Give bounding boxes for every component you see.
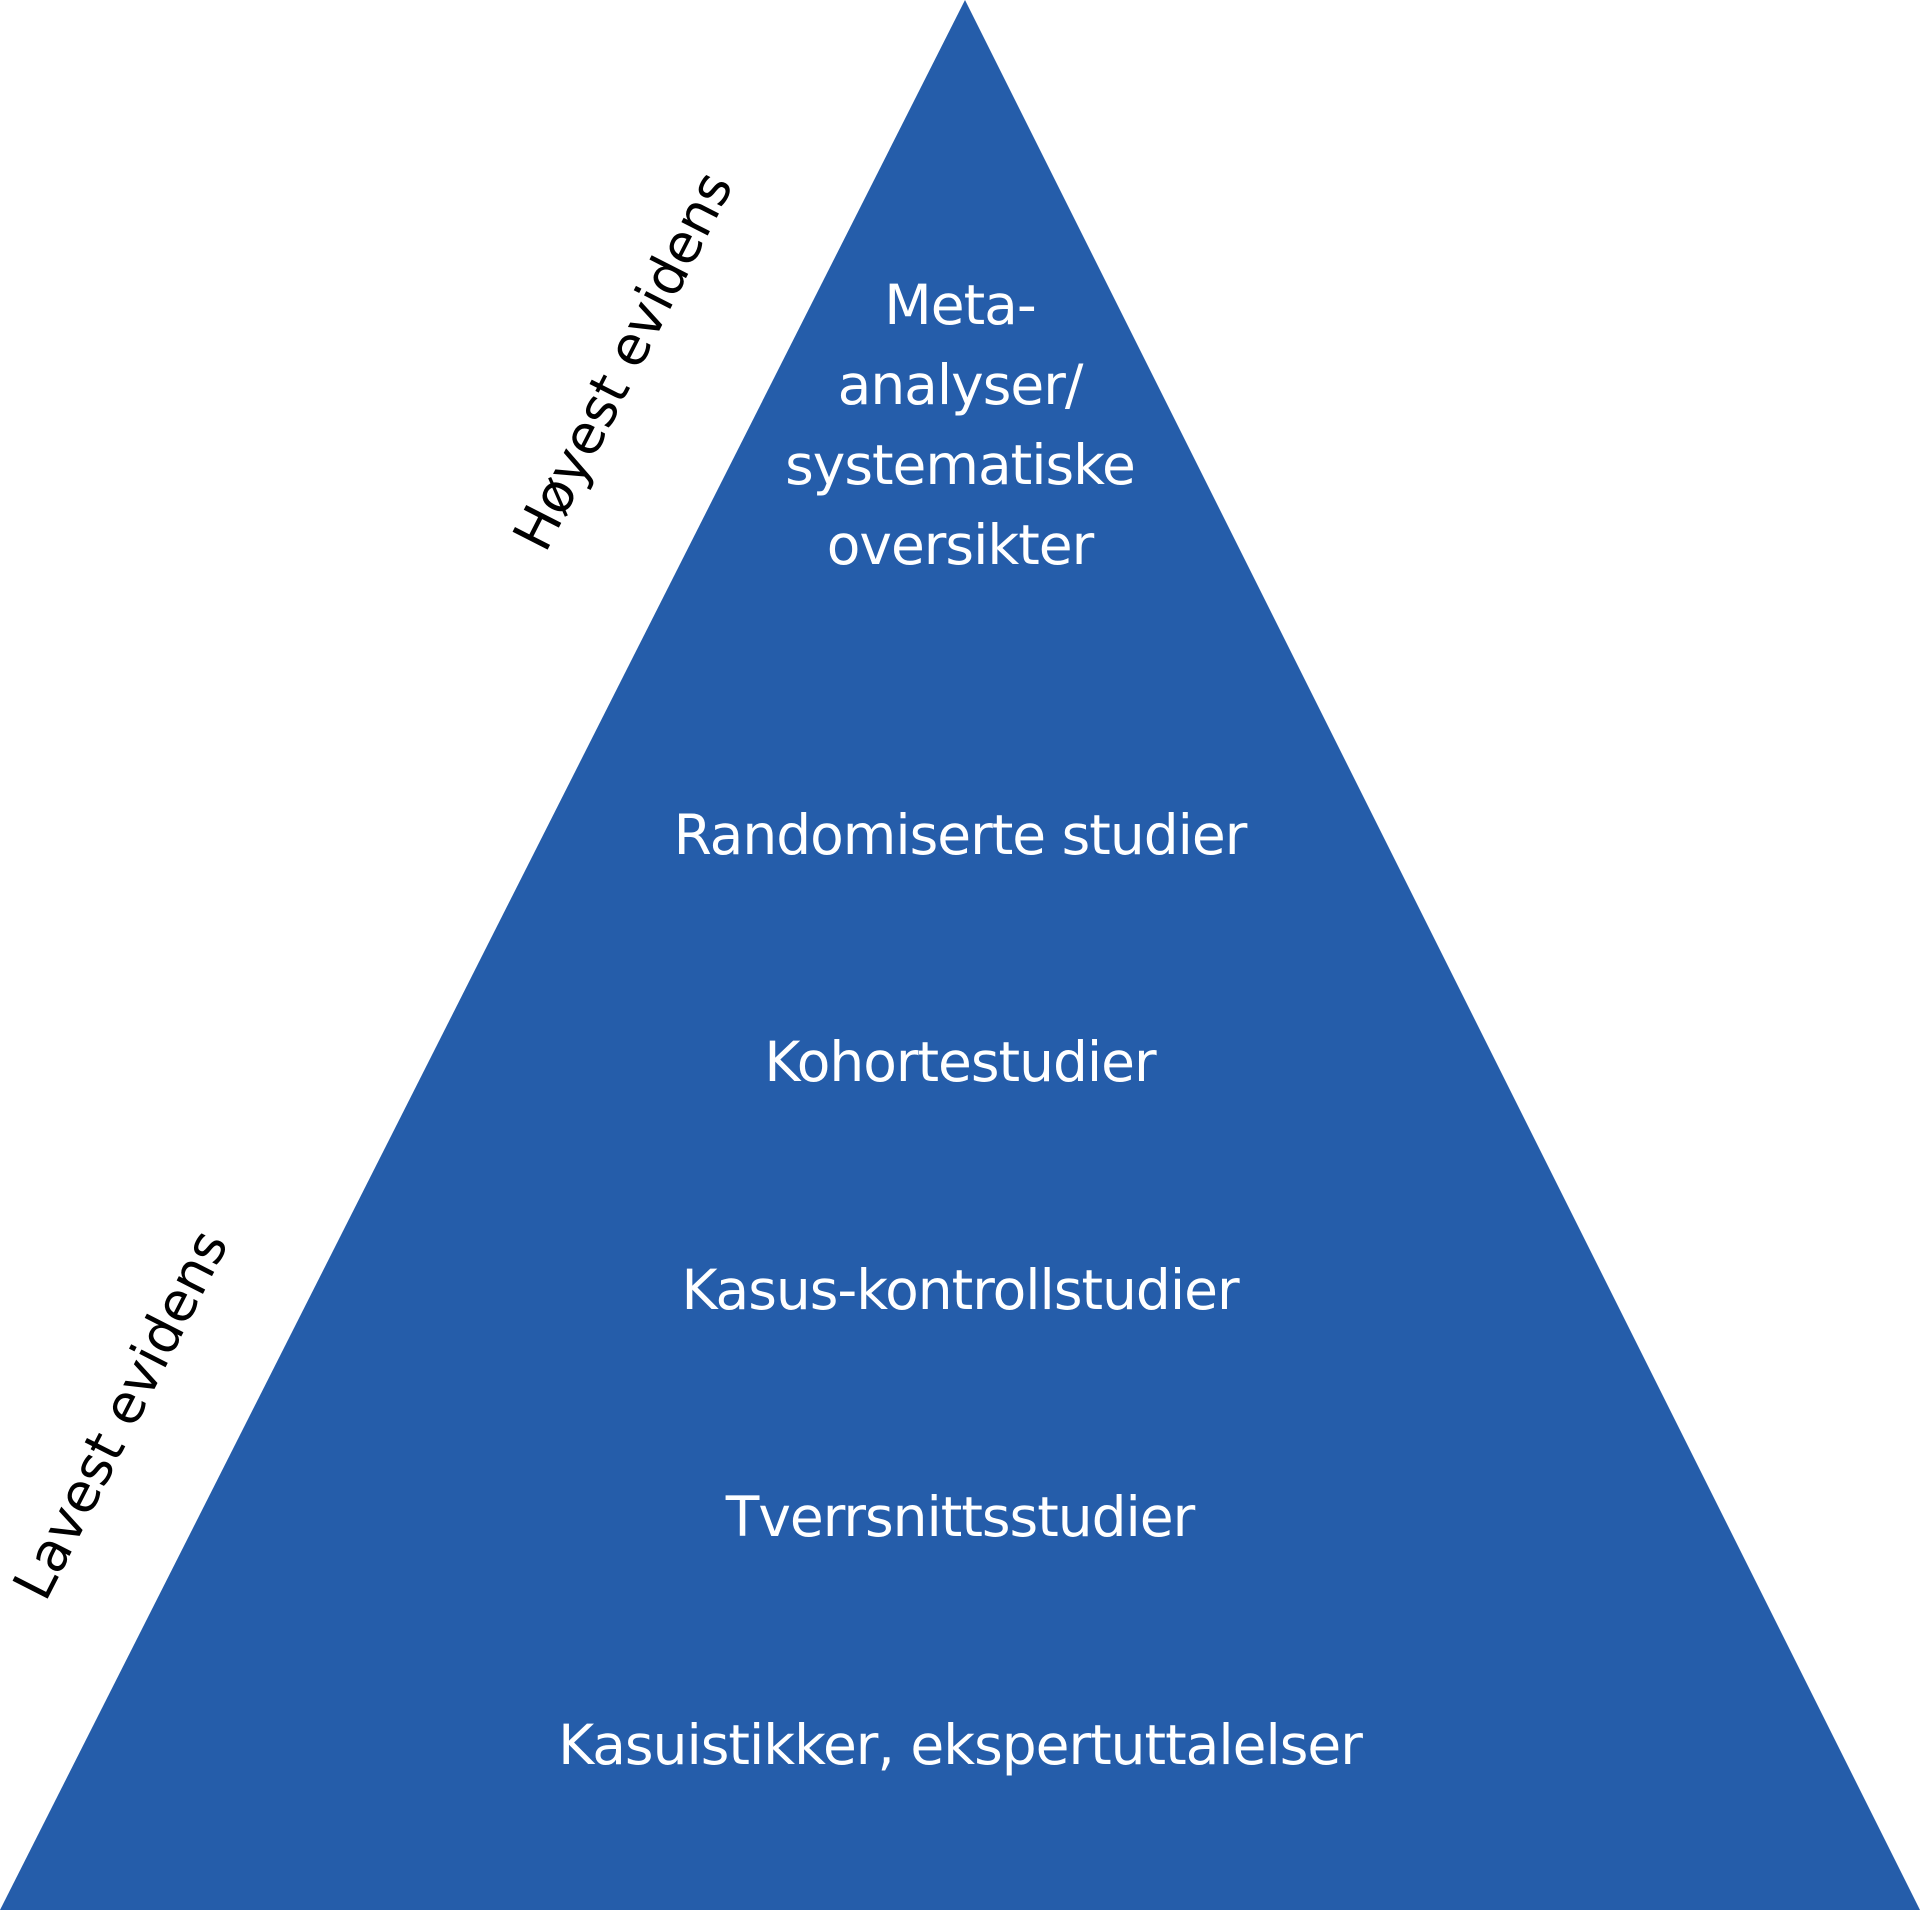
level-line: Tverrsnittsstudier [725,1485,1196,1549]
level-meta-analyses: Meta- analyser/ systematiske oversikter [0,265,1920,585]
level-line: Kohortestudier [764,1030,1156,1094]
level-line: Meta- [884,273,1036,337]
level-line: Randomiserte studier [673,803,1248,867]
level-line: oversikter [826,513,1094,577]
level-case-control-studies: Kasus-kontrollstudier [0,1250,1920,1330]
level-line: analyser/ [837,353,1084,417]
level-line: systematiske [785,433,1136,497]
level-cohort-studies: Kohortestudier [0,1022,1920,1102]
level-case-reports-expert-opinions: Kasuistikker, ekspertuttalelser [0,1705,1920,1785]
level-randomized-studies: Randomiserte studier [0,795,1920,875]
level-cross-sectional-studies: Tverrsnittsstudier [0,1477,1920,1557]
level-line: Kasus-kontrollstudier [681,1258,1239,1322]
level-line: Kasuistikker, ekspertuttalelser [558,1713,1363,1777]
